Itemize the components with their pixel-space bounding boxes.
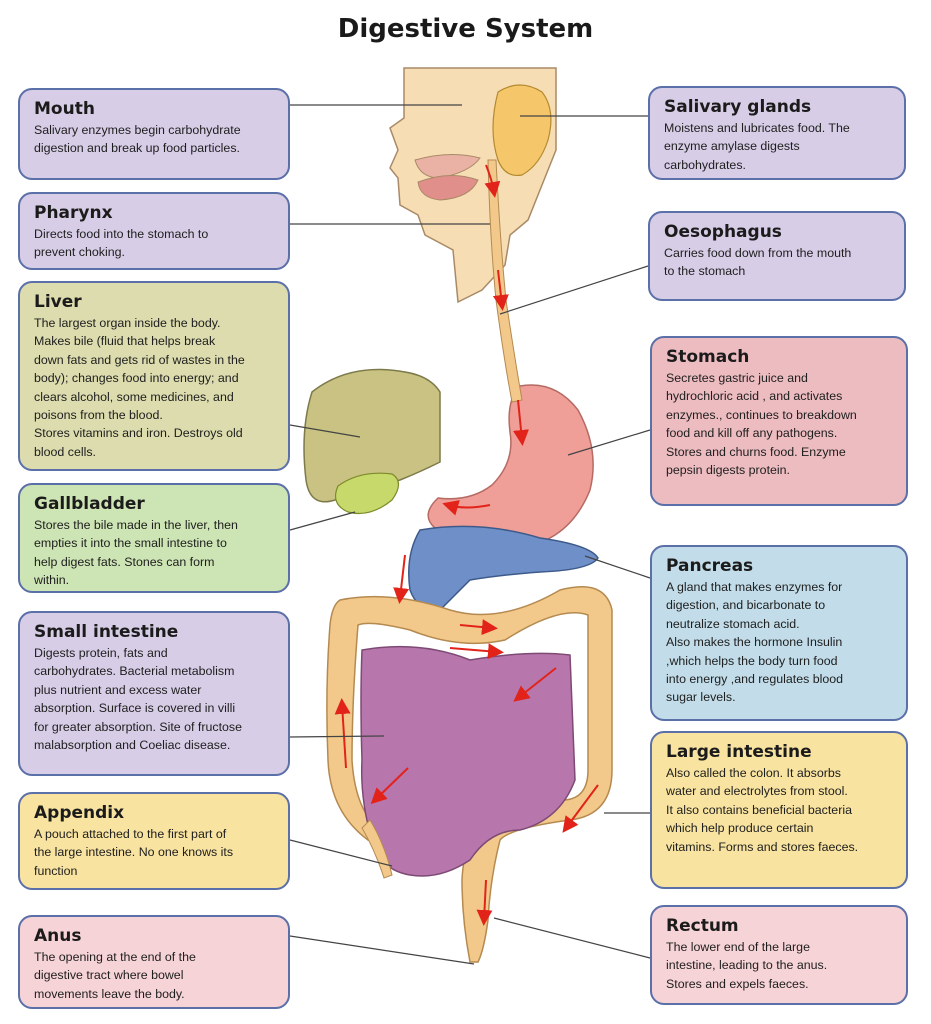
pancreas-text: A gland that makes enzymes for digestion… — [666, 580, 844, 705]
liver-shape — [303, 368, 441, 503]
stomach-shape — [427, 384, 594, 550]
leader-line-anus — [289, 935, 475, 965]
appendix-box: Appendix A pouch attached to the first p… — [18, 792, 290, 890]
pharynx-heading: Pharynx — [34, 203, 113, 223]
flow-arrow — [562, 784, 599, 833]
stomach-text: Secretes gastric juice and hydrochloric … — [666, 371, 857, 478]
large-intestine-heading: Large intestine — [666, 742, 812, 762]
tongue — [417, 175, 479, 201]
small-intestine-heading: Small intestine — [34, 622, 179, 642]
pancreas-shape — [408, 525, 599, 611]
rectum-box: Rectum The lower end of the large intest… — [650, 905, 908, 1005]
diagram-title: Digestive System — [337, 14, 594, 44]
oesophagus-shape — [487, 159, 523, 403]
rectum-heading: Rectum — [666, 916, 739, 936]
small-intestine-text: Digests protein, fats and carbohydrates.… — [34, 646, 242, 753]
leader-line-liver — [289, 424, 361, 438]
gallbladder-heading: Gallbladder — [34, 494, 145, 514]
appendix-heading: Appendix — [34, 803, 125, 823]
gallbladder-text: Stores the bile made in the liver, then … — [34, 518, 238, 588]
mouth-box: Mouth Salivary enzymes begin carbohydrat… — [18, 88, 290, 180]
rectum-text: The lower end of the large intestine, le… — [666, 940, 828, 991]
mouth-text: Salivary enzymes begin carbohydrate dige… — [34, 123, 241, 156]
anus-text: The opening at the end of the digestive … — [34, 950, 196, 1001]
flow-arrow — [442, 500, 491, 516]
salivary-glands-text: Moistens and lubricates food. The enzyme… — [664, 121, 850, 172]
flow-arrow — [449, 643, 504, 660]
leader-line-oesophagus — [499, 265, 649, 315]
flow-arrow — [513, 399, 529, 446]
mouth-cavity — [414, 153, 481, 179]
liver-box: Liver The largest organ inside the body.… — [18, 281, 290, 471]
oesophagus-box: Oesophagus Carries food down from the mo… — [648, 211, 906, 301]
salivary-gland-shape — [492, 84, 552, 177]
stomach-heading: Stomach — [666, 347, 750, 367]
stomach-box: Stomach Secretes gastric juice and hydro… — [650, 336, 908, 506]
leader-line-rectum — [493, 917, 651, 959]
liver-text: The largest organ inside the body. Makes… — [34, 316, 245, 459]
large-intestine-text: Also called the colon. It absorbs water … — [666, 766, 859, 854]
appendix-text: A pouch attached to the first part of th… — [34, 827, 234, 878]
small-intestine-shape — [360, 645, 576, 877]
anus-heading: Anus — [34, 926, 82, 946]
flow-arrow — [492, 269, 509, 311]
leader-line-gallbladder — [289, 511, 356, 531]
gallbladder-shape — [335, 472, 400, 515]
flow-arrow — [370, 767, 409, 805]
pancreas-box: Pancreas A gland that makes enzymes for … — [650, 545, 908, 721]
oesophagus-text: Carries food down from the mouth to the … — [664, 246, 852, 279]
small-intestine-box: Small intestine Digests protein, fats an… — [18, 611, 290, 776]
gallbladder-box: Gallbladder Stores the bile made in the … — [18, 483, 290, 593]
leader-line-stomach — [567, 429, 651, 456]
pancreas-heading: Pancreas — [666, 556, 754, 576]
leader-line-small-intestine — [289, 735, 385, 738]
flow-arrow — [393, 554, 410, 604]
pharynx-text: Directs food into the stomach to prevent… — [34, 227, 209, 260]
flow-arrow — [513, 667, 557, 702]
flow-arrow — [484, 164, 501, 198]
salivary-glands-box: Salivary glands Moistens and lubricates … — [648, 86, 906, 180]
salivary-glands-heading: Salivary glands — [664, 97, 812, 117]
flow-arrow — [476, 879, 493, 926]
liver-heading: Liver — [34, 292, 82, 312]
anus-box: Anus The opening at the end of the diges… — [18, 915, 290, 1009]
large-intestine-box: Large intestine Also called the colon. I… — [650, 731, 908, 889]
pharynx-box: Pharynx Directs food into the stomach to… — [18, 192, 290, 270]
oesophagus-heading: Oesophagus — [664, 222, 782, 242]
flow-arrow — [459, 619, 498, 636]
mouth-heading: Mouth — [34, 99, 95, 119]
leader-line-pancreas — [584, 555, 651, 579]
leader-line-appendix — [289, 839, 393, 867]
